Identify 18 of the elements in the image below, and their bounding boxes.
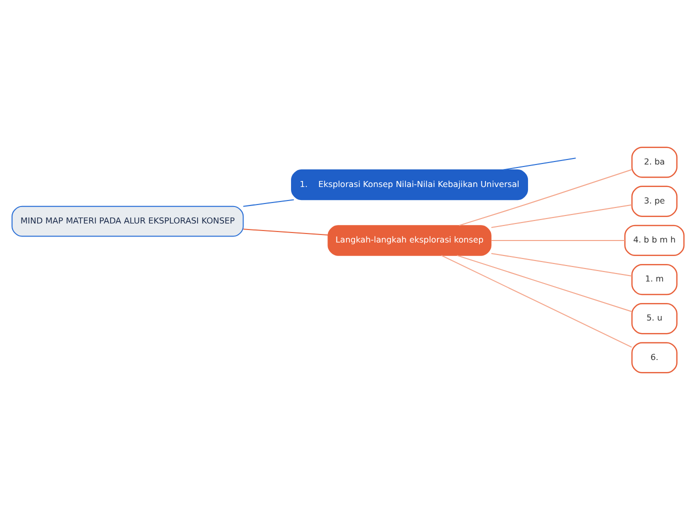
connector [440,254,632,348]
node-box: 1. m [631,264,678,296]
node-box: 3. pe [631,186,678,217]
node-box: 2. ba [631,146,678,178]
connector [490,240,626,241]
connector [242,199,294,207]
node-box: 4. b b m h [624,224,685,256]
node-box: MIND MAP MATERI PADA ALUR EKSPLORASI KONSEP [12,206,244,237]
node-box: 5. u [631,303,678,334]
connector [503,158,576,170]
node-box: Langkah-langkah eksplorasi konsep [328,225,492,256]
connector [490,252,632,277]
connector [456,254,632,312]
connector [242,228,328,236]
connector [490,204,632,228]
node-box: 6. [631,342,678,374]
connector [458,169,632,226]
node-box: 1. Eksplorasi Konsep Nilai-Nilai Kebajikan Universal [291,169,528,200]
